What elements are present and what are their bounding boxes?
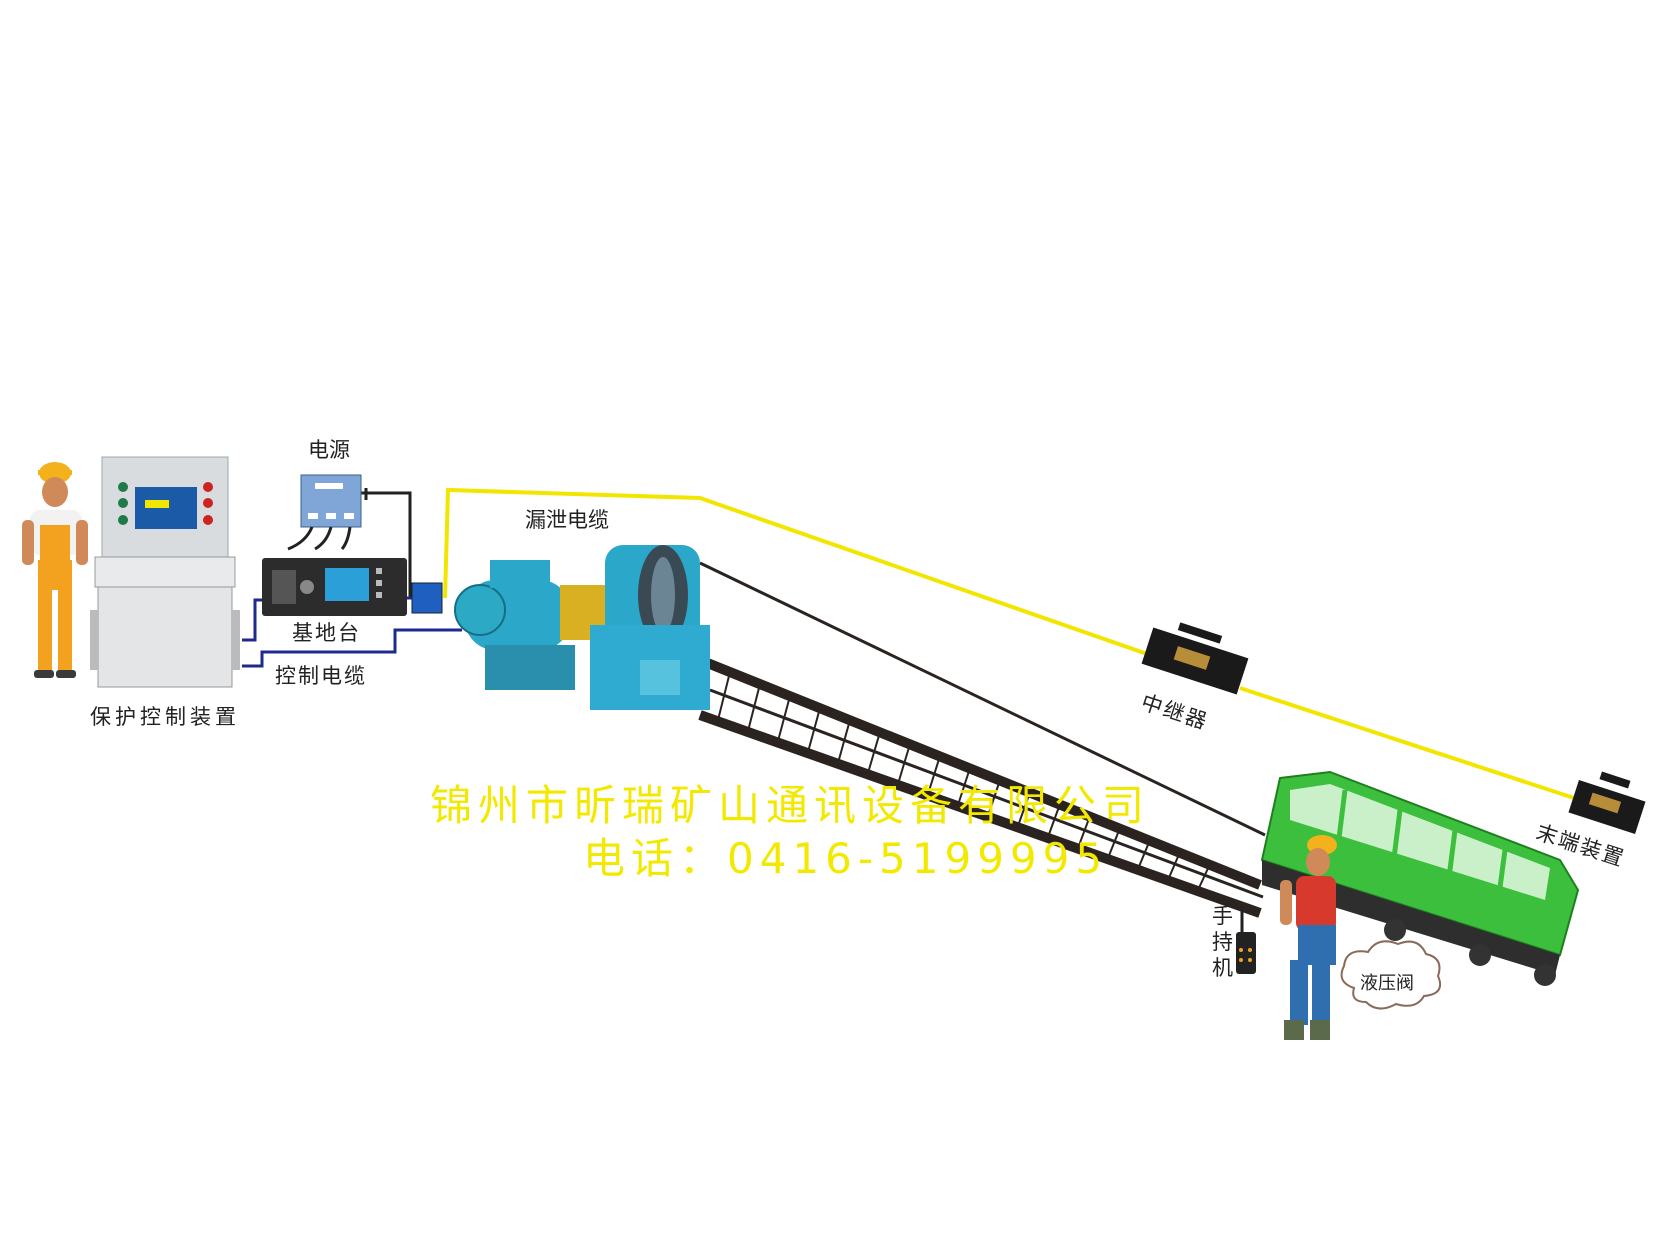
protection-device-label: 保护控制装置 xyxy=(90,705,240,729)
power-supply-label: 电源 xyxy=(308,438,350,462)
terminal-box-icon xyxy=(1568,771,1646,834)
repeater-box-icon xyxy=(1141,622,1249,695)
leaky-cable-line-2 xyxy=(1239,686,1581,802)
incline-track xyxy=(698,561,1266,918)
base-station-icon xyxy=(262,558,407,616)
handheld-label: 手持机 xyxy=(1212,904,1233,980)
operator-figure-icon xyxy=(1280,835,1337,1040)
radio-icon xyxy=(1236,905,1256,974)
worker-figure-icon xyxy=(22,462,88,678)
power-box-icon xyxy=(287,474,362,551)
leaky-cable-label: 漏泄电缆 xyxy=(525,508,609,532)
control-cable-line-2 xyxy=(242,628,462,668)
company-watermark: 锦州市昕瑞矿山通讯设备有限公司 xyxy=(430,781,1151,830)
control-cabinet-icon xyxy=(90,456,240,688)
control-cable-line xyxy=(242,598,263,642)
control-cable-label: 控制电缆 xyxy=(275,664,367,688)
phone-watermark: 电话：0416-5199995 xyxy=(583,834,1109,883)
winch-motor-icon xyxy=(454,545,710,710)
hydraulic-valve-label: 液压阀 xyxy=(1360,973,1414,994)
leaky-cable-line xyxy=(443,487,1151,657)
junction-box-icon xyxy=(411,582,443,614)
base-station-label: 基地台 xyxy=(292,621,361,645)
mine-car-icon xyxy=(1260,770,1580,986)
cloud-bubble-icon xyxy=(1340,940,1442,1010)
